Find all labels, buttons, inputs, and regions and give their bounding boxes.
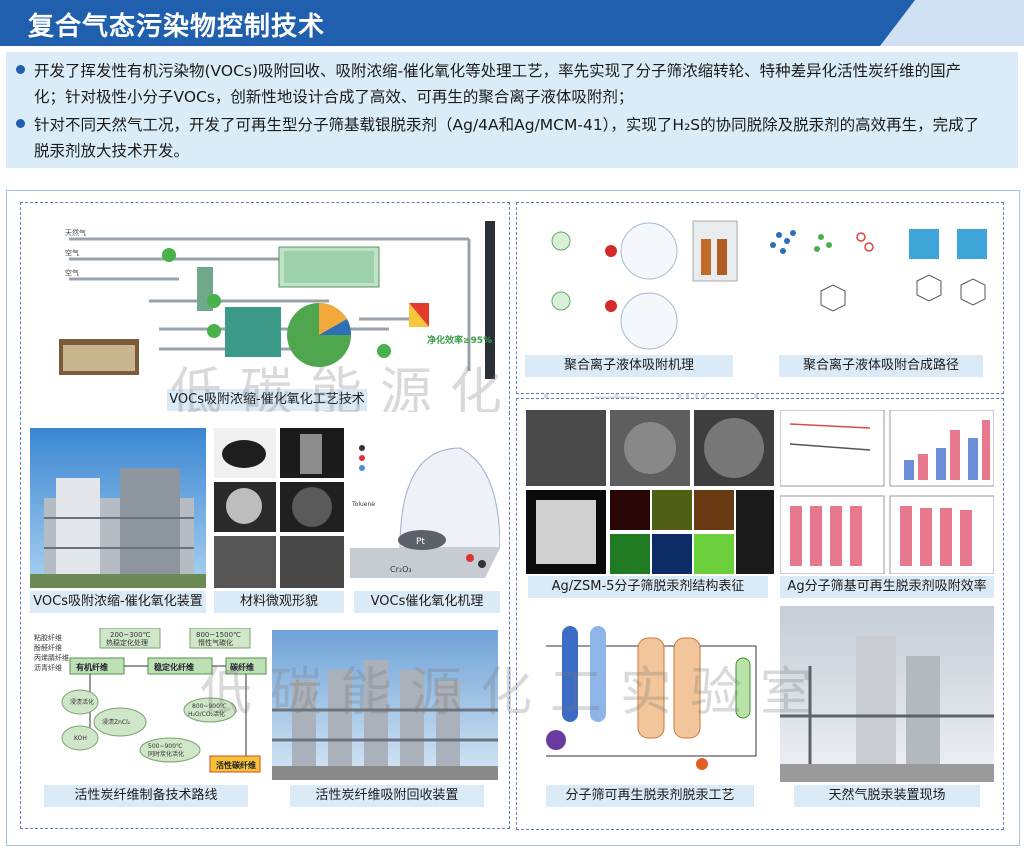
acf-route-diagram: 粘胶纤维 酚醛纤维 丙烯腈纤维 沥青纤维 200~300℃ 热稳定化处理 800… — [34, 628, 267, 773]
svg-text:Cr₂O₃: Cr₂O₃ — [390, 565, 412, 574]
vocs-device-photo — [30, 428, 206, 588]
svg-text:空气: 空气 — [65, 248, 79, 257]
catalytic-mechanism-diagram: Pt Cr₂O₃ Toluene — [350, 428, 500, 588]
svg-text:浸渍ZnCl₂: 浸渍ZnCl₂ — [102, 718, 131, 726]
svg-text:碳纤维: 碳纤维 — [230, 662, 254, 672]
svg-text:KOH: KOH — [74, 735, 87, 742]
svg-text:Toluene: Toluene — [351, 501, 375, 508]
caption-pil-route: 聚合离子液体吸附合成路径 — [779, 355, 983, 377]
svg-text:沥青纤维: 沥青纤维 — [34, 663, 62, 672]
svg-text:惰性气碳化: 惰性气碳化 — [198, 638, 233, 647]
svg-text:热稳定化处理: 热稳定化处理 — [106, 638, 148, 647]
bullet-dot-icon — [16, 65, 25, 74]
caption-vocs-device: VOCs吸附浓缩-催化氧化装置 — [30, 591, 206, 613]
svg-text:Pt: Pt — [416, 537, 425, 547]
svg-text:活性碳纤维: 活性碳纤维 — [216, 760, 256, 770]
pil-diagram — [551, 220, 987, 350]
caption-vocs-process: VOCs吸附浓缩-催化氧化工艺技术 — [167, 389, 367, 411]
watermark: 低碳能源化工实验室 — [200, 663, 831, 723]
efficiency-label: 净化效率≥95% — [427, 334, 492, 346]
svg-text:800~1500℃: 800~1500℃ — [196, 631, 241, 639]
panel-pil: 聚合离子液体吸附机理 聚合离子液体吸附合成路径 — [516, 202, 1004, 394]
process-flow-diagram: 净化效率≥95% 天然气 空气 空气 — [59, 221, 495, 379]
bullet-item: 针对不同天然气工况，开发了可再生型分子筛基载银脱汞剂（Ag/4A和Ag/MCM-… — [16, 112, 984, 164]
material-sem-images — [214, 428, 344, 588]
hg-site-photo — [780, 606, 994, 782]
intro-box: 开发了挥发性有机污染物(VOCs)吸附回收、吸附浓缩-催化氧化等处理工艺，率先实… — [6, 52, 1018, 168]
ag-zsm5-tem-images — [526, 410, 774, 574]
ag-efficiency-charts — [780, 410, 994, 574]
bullet-text: 开发了挥发性有机污染物(VOCs)吸附回收、吸附浓缩-催化氧化等处理工艺，率先实… — [34, 62, 962, 106]
svg-text:酚醛纤维: 酚醛纤维 — [34, 643, 62, 652]
page-title: 复合气态污染物控制技术 — [28, 12, 326, 42]
bullet-item: 开发了挥发性有机污染物(VOCs)吸附回收、吸附浓缩-催化氧化等处理工艺，率先实… — [16, 58, 984, 110]
svg-text:稳定化纤维: 稳定化纤维 — [154, 662, 194, 672]
svg-text:有机纤维: 有机纤维 — [76, 662, 108, 672]
svg-text:浸渍活化: 浸渍活化 — [70, 698, 94, 706]
svg-text:H₂O/CO₂活化: H₂O/CO₂活化 — [188, 710, 225, 718]
svg-text:丙烯腈纤维: 丙烯腈纤维 — [34, 653, 69, 662]
svg-text:200~300℃: 200~300℃ — [110, 631, 151, 639]
caption-pil-mech: 聚合离子液体吸附机理 — [525, 355, 733, 377]
svg-text:同时炭化活化: 同时炭化活化 — [148, 750, 184, 758]
bullet-dot-icon — [16, 119, 25, 128]
svg-text:空气: 空气 — [65, 268, 79, 277]
svg-text:800~900℃: 800~900℃ — [192, 703, 227, 710]
caption-acf-route: 活性炭纤维制备技术路线 — [44, 785, 248, 807]
caption-ag-eff: Ag分子筛基可再生脱汞剂吸附效率 — [780, 576, 994, 598]
svg-text:粘胶纤维: 粘胶纤维 — [34, 633, 62, 642]
title-banner — [0, 0, 1024, 46]
acf-device-photo — [272, 630, 498, 780]
hg-process-diagram — [526, 606, 776, 782]
bullet-text: 针对不同天然气工况，开发了可再生型分子筛基载银脱汞剂（Ag/4A和Ag/MCM-… — [34, 116, 980, 160]
caption-vocs-mech: VOCs催化氧化机理 — [354, 591, 500, 613]
caption-hg-site: 天然气脱汞装置现场 — [794, 785, 980, 807]
caption-hg-process: 分子筛可再生脱汞剂脱汞工艺 — [546, 785, 754, 807]
caption-material-morph: 材料微观形貌 — [214, 591, 344, 613]
title-bar: 复合气态污染物控制技术 — [0, 0, 1024, 46]
svg-text:500~900℃: 500~900℃ — [148, 743, 183, 750]
svg-text:天然气: 天然气 — [65, 228, 86, 237]
caption-acf-device: 活性炭纤维吸附回收装置 — [290, 785, 484, 807]
caption-ag-char: Ag/ZSM-5分子筛脱汞剂结构表征 — [528, 576, 768, 598]
panel-vocs-process: 净化效率≥95% 天然气 空气 空气 VOCs吸附浓缩-催化氧化工艺技术 — [20, 202, 510, 414]
